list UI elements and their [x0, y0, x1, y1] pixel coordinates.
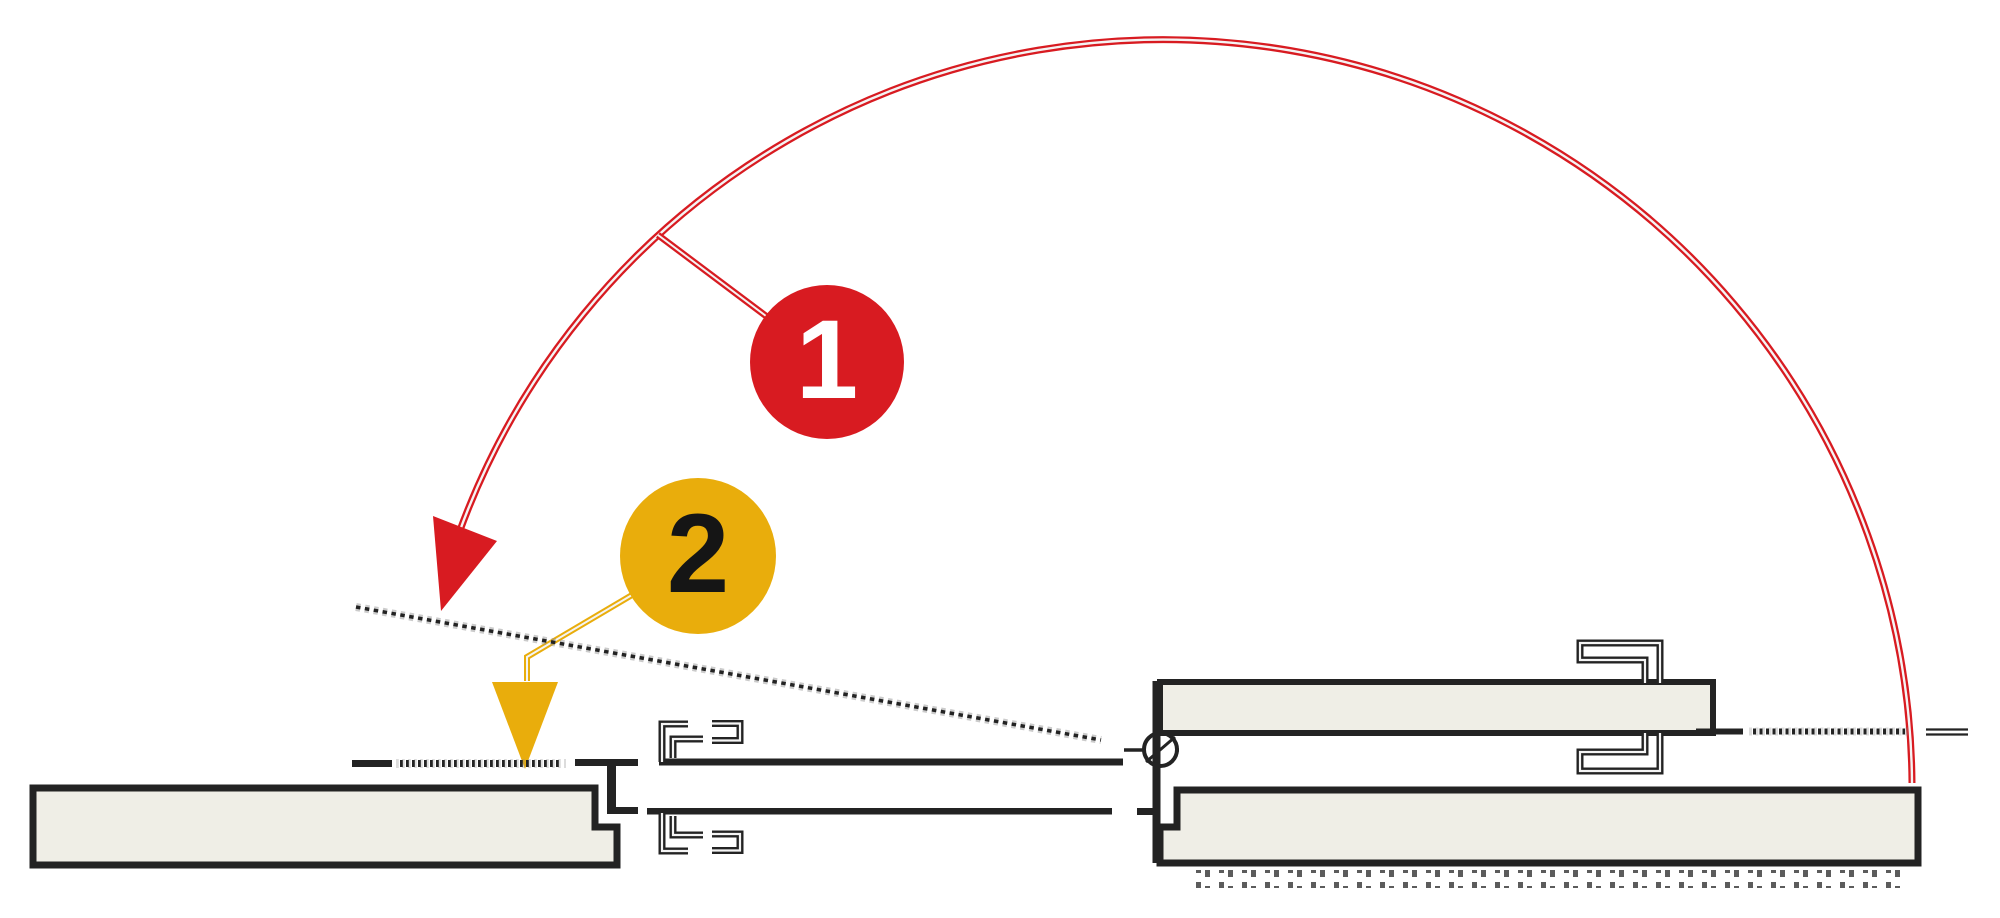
callout-marker-2[interactable]: 2: [620, 478, 776, 634]
callout-number-1: 1: [795, 297, 859, 422]
down-arrow-icon: [492, 682, 558, 769]
sill-frame-t-profile: [575, 759, 638, 814]
door-swing-arc: [455, 36, 1916, 784]
leaf-hook-profiles: [658, 720, 744, 855]
threshold-joint-lines: [352, 759, 566, 768]
frame-vertical-member: [1152, 681, 1161, 863]
callout-marker-1[interactable]: 1: [750, 285, 904, 439]
callout-number-2: 2: [666, 491, 730, 616]
callout1-leader-line: [656, 232, 768, 319]
hinge-pivot-icon: [1124, 731, 1179, 768]
door-leaf-bottom-face: [647, 758, 1160, 815]
open-door-leaf-dashed-line: [355, 603, 1102, 744]
panel-end-hook-profiles: [1576, 639, 1664, 775]
panel-seal-joint-lines: [1696, 727, 1968, 736]
swing-arc-arrowhead-icon: [433, 516, 497, 611]
ground-hatch: [1190, 870, 1902, 888]
left-sill-slab: [29, 784, 621, 869]
right-floor-slab: [1156, 786, 1922, 867]
fixed-panel: [1157, 679, 1716, 736]
callout2-leader-line: [524, 592, 634, 681]
